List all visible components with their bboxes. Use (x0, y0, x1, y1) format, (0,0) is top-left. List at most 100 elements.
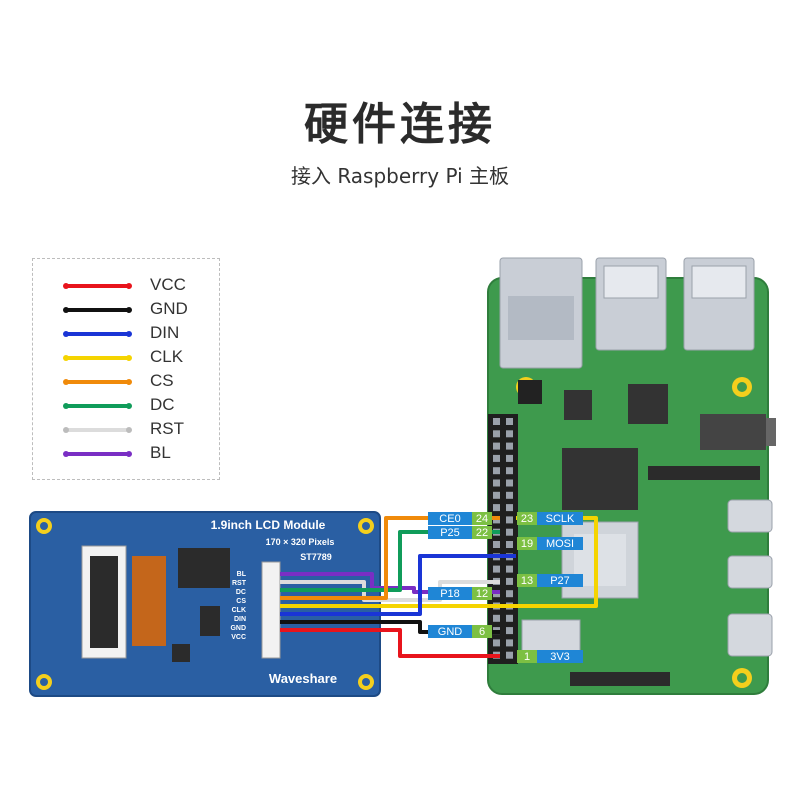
lcd-pin-label-din: DIN (234, 616, 246, 623)
pin-6-box (472, 625, 492, 638)
label-p25: P25 (440, 527, 460, 539)
gpio-pin (493, 614, 500, 622)
wire-end-dot (63, 283, 69, 289)
ethernet-controller-chip (628, 384, 668, 424)
regulator-chip (200, 606, 220, 636)
usb-port-1-slot (603, 265, 659, 299)
pin-6-label: 6 (479, 626, 485, 638)
wire-end-dot (126, 355, 132, 361)
pin-22-label: 22 (476, 527, 488, 539)
din-wire (280, 554, 516, 616)
gpio-pin (493, 454, 500, 462)
wire-end-dot (63, 331, 69, 337)
level-shifter-chip (178, 548, 230, 588)
gpio-pin (506, 491, 513, 499)
gpio-header (488, 414, 518, 664)
legend-label-dc: DC (150, 395, 175, 414)
lcd-driver: ST7789 (300, 552, 332, 562)
gpio-pin (506, 541, 513, 548)
lcd-pin-header (261, 561, 281, 659)
gpio-pin (506, 516, 513, 524)
legend-label-clk: CLK (150, 347, 184, 366)
lcd-mounting-hole-center (362, 678, 370, 686)
label-ce0-box (428, 512, 472, 525)
gnd-wire-swatch (66, 308, 128, 312)
cs-wire-swatch (66, 380, 128, 384)
gpio-pin (493, 504, 500, 512)
label-sclk-box (537, 512, 583, 525)
din-wire-swatch (66, 332, 128, 336)
legend-label-bl: BL (150, 443, 171, 462)
vcc-wire (280, 628, 500, 658)
pin-13-label: 13 (521, 575, 533, 587)
rst-wire (280, 580, 500, 602)
clk-wire-swatch (66, 356, 128, 360)
gpio-pin (506, 590, 513, 598)
gpio-pin (493, 430, 500, 438)
raspberry-pi-board (487, 257, 776, 695)
mounting-hole-center (737, 382, 747, 392)
ethernet-port-jack (508, 296, 574, 340)
gpio-pin (506, 565, 513, 573)
gpio-pin (493, 467, 500, 475)
label-gnd: GND (438, 626, 463, 638)
legend-label-din: DIN (150, 323, 180, 342)
gpio-pin (506, 627, 513, 635)
wire-end-dot (126, 403, 132, 409)
pin-12-label: 12 (476, 588, 488, 600)
wire-end-dot (126, 331, 132, 337)
gpio-labels: CE0 24 P25 22 P18 12 GND 6 23 SCLK 19 MO… (428, 512, 583, 663)
vcc-wire-swatch (66, 284, 128, 288)
transistor (172, 644, 190, 662)
gpio-pin (506, 577, 513, 585)
label-sclk: SCLK (546, 513, 575, 525)
gpio-pin (506, 467, 513, 475)
bl-wire-swatch (66, 452, 128, 456)
gpio-pin (506, 651, 513, 659)
pin-23-box (517, 512, 537, 525)
soc-chip (562, 448, 638, 510)
lcd-resolution: 170 × 320 Pixels (266, 537, 335, 547)
gpio-pin (506, 418, 513, 425)
legend-label-rst: RST (150, 419, 184, 438)
lcd-pin-label-rst: RST (232, 580, 247, 587)
wire-end-dot (126, 283, 132, 289)
camera-connector (570, 672, 670, 686)
lcd-mounting-hole-center (40, 678, 48, 686)
label-p25-box (428, 526, 472, 539)
wire-end-dot (63, 355, 69, 361)
legend-label-gnd: GND (150, 299, 188, 318)
pin-22-box (472, 526, 492, 539)
wire-end-dot (63, 427, 69, 433)
label-gnd-box (428, 625, 472, 638)
pin-12-box (472, 587, 492, 600)
label-p27: P27 (550, 575, 570, 587)
pin-24-label: 24 (476, 513, 488, 525)
micro-hdmi-port-1 (727, 499, 773, 533)
gpio-pin (506, 442, 513, 450)
label-3v3-box (537, 650, 583, 663)
wire-color-legend (32, 258, 220, 480)
label-p18-box (428, 587, 472, 600)
wire-end-dot (126, 307, 132, 313)
gpio-pin (493, 639, 500, 647)
gpio-pin (506, 454, 513, 462)
legend-label-vcc: VCC (150, 275, 186, 294)
gpio-pin (493, 479, 500, 487)
pin-23-label: 23 (521, 513, 533, 525)
audio-jack-tip (766, 418, 776, 446)
lcd-pin-label-dc: DC (236, 589, 246, 596)
page-title: 硬件连接 (304, 99, 496, 150)
lcd-title: 1.9inch LCD Module (211, 518, 326, 532)
display-connector (648, 466, 760, 480)
usb-port-2-slot (691, 265, 747, 299)
label-3v3: 3V3 (550, 651, 570, 663)
gpio-pin (493, 541, 500, 548)
label-ce0: CE0 (439, 513, 460, 525)
gpio-pin (493, 418, 500, 425)
pin-13-box (517, 574, 537, 587)
gpio-pin (506, 639, 513, 647)
lcd-mounting-hole-center (362, 522, 370, 530)
gpio-pin (506, 430, 513, 438)
